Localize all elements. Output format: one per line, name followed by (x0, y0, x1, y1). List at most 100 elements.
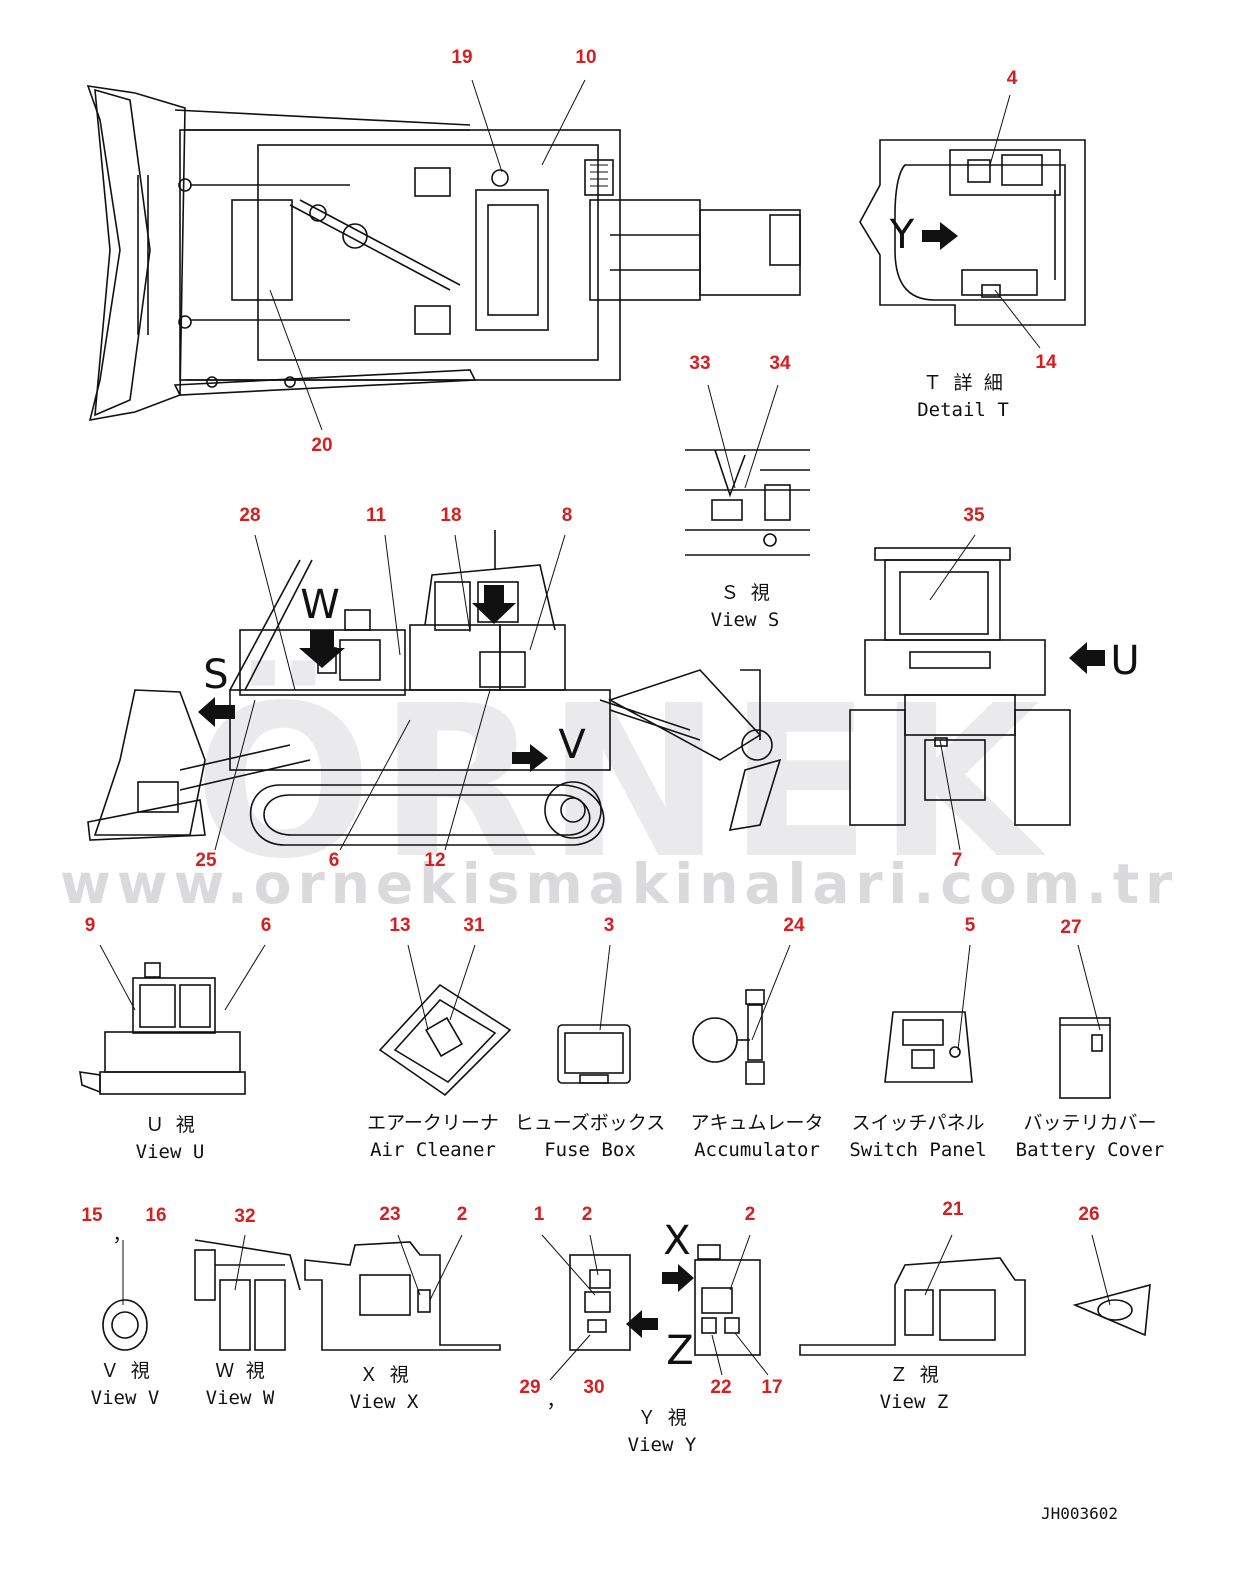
label-view-w-jp: Ｗ 視 (215, 1360, 265, 1382)
callout-3: 3 (603, 915, 615, 936)
callout-12: 12 (424, 850, 446, 871)
label-view-x-en: View X (349, 1391, 419, 1413)
callout-18: 18 (440, 505, 462, 526)
callout-34: 34 (769, 353, 791, 374)
callout-1: 1 (533, 1204, 545, 1225)
callout-24: 24 (783, 915, 805, 936)
callout-25: 25 (195, 850, 217, 871)
callout-35: 35 (963, 505, 985, 526)
view-x-drawing (304, 1241, 501, 1351)
label-air-cleaner-en: Air Cleaner (370, 1139, 496, 1161)
view-letter-y: Y (889, 212, 915, 258)
label-view-z: Ｚ 視 View Z (880, 1362, 949, 1416)
view-s-drawing (685, 449, 810, 556)
label-battery-cover-en: Battery Cover (1015, 1139, 1165, 1161)
watermark-logo: ÖRNEK (193, 660, 1047, 905)
label-air-cleaner-jp: エアークリーナ (367, 1112, 499, 1134)
drawing-code: JH003602 (1041, 1504, 1119, 1523)
switch-panel-drawing (884, 1011, 973, 1083)
callout-11: 11 (365, 505, 387, 526)
label-view-x-jp: Ｘ 視 (359, 1364, 409, 1386)
callout-33: 33 (689, 353, 711, 374)
callout-32: 32 (234, 1206, 256, 1227)
view-y-drawing (569, 1244, 761, 1356)
label-accumulator-en: Accumulator (694, 1139, 820, 1161)
label-view-x: Ｘ 視 View X (350, 1362, 419, 1416)
callout-13: 13 (389, 915, 411, 936)
label-accumulator-jp: アキュムレータ (690, 1112, 824, 1134)
label-fuse-box-en: Fuse Box (544, 1139, 636, 1161)
label-view-v-jp: Ｖ 視 (100, 1360, 150, 1382)
callout-26: 26 (1078, 1204, 1100, 1225)
callout-2-view-y-left: 2 (581, 1204, 593, 1225)
callout-2-view-y-right: 2 (744, 1204, 756, 1225)
accumulator-drawing (692, 989, 765, 1085)
label-view-y-jp: Ｙ 視 (637, 1407, 687, 1429)
label-detail-t: Ｔ 詳 細 Detail T (917, 370, 1009, 424)
callout-29: 29 (519, 1377, 541, 1398)
callout-10: 10 (575, 47, 597, 68)
label-view-u-jp: Ｕ 視 (145, 1114, 195, 1136)
label-view-s-jp: Ｓ 視 (720, 582, 770, 604)
callout-17: 17 (761, 1377, 783, 1398)
label-battery-cover-jp: バッテリカバー (1023, 1112, 1157, 1134)
label-view-s-en: View S (710, 609, 780, 631)
callout-7: 7 (951, 850, 963, 871)
label-accumulator: アキュムレータ Accumulator (690, 1110, 823, 1164)
label-fuse-box: ヒューズボックス Fuse Box (515, 1110, 665, 1164)
callout-28: 28 (239, 505, 261, 526)
battery-cover-drawing (1059, 1017, 1111, 1099)
callout-16: 16 (145, 1205, 167, 1226)
label-detail-t-jp: Ｔ 詳 細 (923, 372, 1003, 394)
label-view-u: Ｕ 視 View U (136, 1112, 205, 1166)
view-letter-x: X (663, 1218, 691, 1264)
label-fuse-box-jp: ヒューズボックス (514, 1112, 666, 1134)
separator-29-30: ， (546, 1390, 566, 1412)
view-letter-u: U (1110, 638, 1140, 684)
callout-9: 9 (84, 915, 96, 936)
label-view-z-en: View Z (879, 1391, 949, 1413)
view-letter-z: Z (666, 1328, 694, 1374)
callout-31: 31 (463, 915, 485, 936)
callout-21: 21 (942, 1199, 964, 1220)
callout-4: 4 (1006, 68, 1018, 89)
label-switch-panel: スイッチパネル Switch Panel (849, 1110, 986, 1164)
label-switch-panel-en: Switch Panel (849, 1139, 987, 1161)
label-view-z-jp: Ｚ 視 (889, 1364, 939, 1386)
callout-23: 23 (379, 1204, 401, 1225)
label-switch-panel-jp: スイッチパネル (851, 1112, 985, 1134)
view-w-drawing (194, 1239, 301, 1351)
view-v-drawing (102, 1299, 148, 1351)
separator-15-16: ， (112, 1224, 132, 1246)
watermark-url: www.ornekismakinalari.com.tr (60, 852, 1179, 916)
callout-5: 5 (964, 915, 976, 936)
side-view-drawing (87, 530, 782, 846)
label-view-y-en: View Y (627, 1434, 697, 1456)
callout-2-view-x: 2 (456, 1204, 468, 1225)
callout-6: 6 (328, 850, 340, 871)
label-air-cleaner: エアークリーナ Air Cleaner (367, 1110, 499, 1164)
label-view-y: Ｙ 視 View Y (628, 1405, 697, 1459)
air-cleaner-drawing (378, 983, 512, 1097)
callout-20: 20 (311, 435, 333, 456)
leader-lines (99, 79, 1111, 1381)
item-26-drawing (1072, 1283, 1151, 1337)
callout-14: 14 (1035, 352, 1057, 373)
view-z-drawing (799, 1257, 1026, 1356)
label-view-w-en: View W (205, 1387, 275, 1409)
label-view-w: Ｗ 視 View W (206, 1358, 275, 1412)
label-detail-t-en: Detail T (917, 399, 1009, 421)
detail-t-drawing (859, 139, 1086, 326)
label-view-v: Ｖ 視 View V (91, 1358, 160, 1412)
callout-19: 19 (451, 47, 473, 68)
callout-22: 22 (710, 1377, 732, 1398)
view-letter-v: V (558, 722, 586, 768)
callout-15: 15 (81, 1205, 103, 1226)
label-view-s: Ｓ 視 View S (711, 580, 780, 634)
callout-30: 30 (583, 1377, 605, 1398)
view-letter-s: S (203, 652, 229, 698)
callout-6-view-u: 6 (260, 915, 272, 936)
callout-8: 8 (561, 505, 573, 526)
rear-view-drawing (849, 547, 1105, 826)
